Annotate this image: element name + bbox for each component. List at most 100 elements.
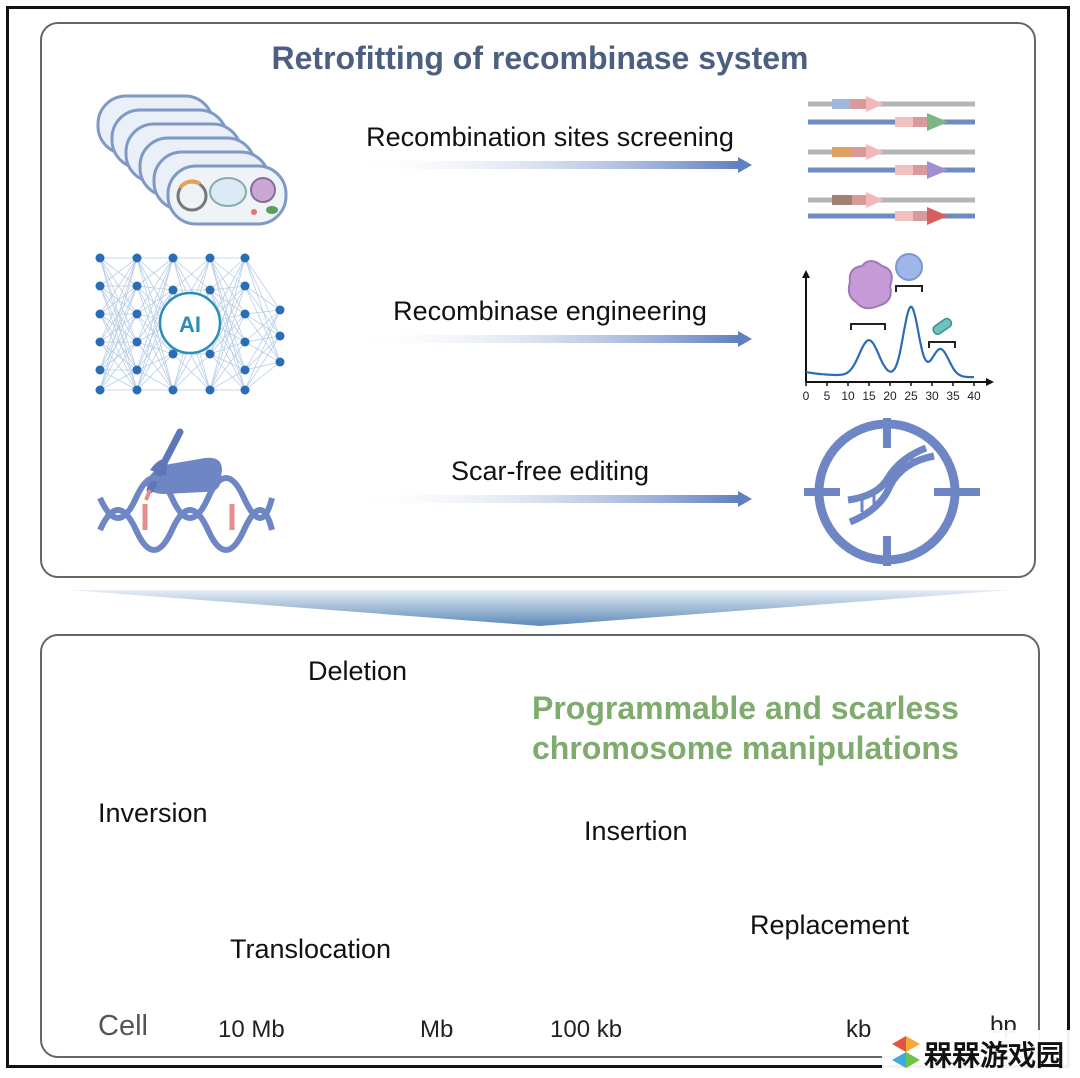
- nn-node: [205, 349, 215, 359]
- nn-node: [132, 337, 142, 347]
- chart-tick-label: 20: [883, 389, 897, 403]
- nn-edge: [209, 257, 246, 343]
- manipulations-panel: [40, 634, 1040, 1058]
- nn-node: [205, 285, 215, 295]
- nn-edge: [136, 285, 174, 391]
- nn-edge: [244, 335, 281, 343]
- row-label-sites-screening: Recombination sites screening: [366, 122, 734, 152]
- nn-edge: [136, 257, 174, 371]
- chart-y-arrow: [802, 270, 810, 278]
- nn-edge: [136, 257, 174, 391]
- translocation-label: Translocation: [230, 934, 392, 964]
- watermark-text: 槑槑游戏园: [924, 1039, 1065, 1072]
- nn-node: [132, 365, 142, 375]
- arrow-row-3: [345, 491, 752, 507]
- nn-node: [132, 309, 142, 319]
- target-dna-icon: [804, 418, 980, 566]
- watermark-logo-icon: [892, 1036, 920, 1068]
- bracket-peak-2: [895, 285, 923, 292]
- nn-edge: [136, 289, 174, 315]
- nn-edge: [244, 285, 281, 311]
- nn-edge: [136, 285, 174, 291]
- nn-edge: [136, 257, 174, 343]
- nn-node: [168, 253, 178, 263]
- nn-edge: [99, 313, 138, 391]
- arrow-row-2: [345, 331, 752, 347]
- nn-node: [205, 385, 215, 395]
- nn-edge: [99, 313, 138, 371]
- protein-small-icon: [895, 253, 923, 281]
- nn-edge: [209, 257, 246, 315]
- nn-node: [240, 337, 250, 347]
- bracket-peak-1: [850, 323, 886, 330]
- nn-edge: [209, 289, 246, 371]
- nn-edge: [209, 285, 246, 355]
- chart-tick-label: 0: [803, 389, 810, 403]
- row-label-scar-free-editing: Scar-free editing: [450, 456, 650, 486]
- nn-edge: [209, 313, 246, 391]
- nn-edge: [209, 257, 246, 371]
- nn-node: [95, 253, 105, 263]
- scale-label-mb: Mb: [420, 1016, 454, 1043]
- nn-edge: [136, 313, 174, 391]
- nn-edge: [244, 309, 281, 343]
- bottom-title-line2: chromosome manipulations: [532, 730, 959, 766]
- nn-node: [168, 385, 178, 395]
- cell-stack-icon: [96, 94, 288, 226]
- nn-node: [132, 385, 142, 395]
- nn-edge: [99, 341, 138, 391]
- nn-edge: [99, 257, 138, 371]
- nn-node: [95, 365, 105, 375]
- nn-edge: [209, 353, 246, 391]
- nn-node: [240, 385, 250, 395]
- nn-node: [275, 357, 285, 367]
- chart-tick-label: 40: [967, 389, 981, 403]
- nn-edge: [209, 285, 246, 291]
- nn-edge: [209, 313, 246, 355]
- chart-tick-label: 10: [841, 389, 855, 403]
- nn-edge: [244, 285, 281, 337]
- nn-edge: [99, 257, 138, 315]
- recombination-sites-icon: [808, 96, 975, 225]
- nn-edge: [136, 289, 174, 343]
- nn-edge: [244, 309, 281, 371]
- deletion-label: Deletion: [308, 656, 408, 686]
- insertion-label: Insertion: [584, 816, 688, 846]
- chart-tick-label: 5: [824, 389, 831, 403]
- nn-edge: [99, 369, 138, 391]
- nn-edge: [136, 313, 174, 355]
- watermark: 槑槑游戏园: [882, 1030, 1072, 1074]
- nn-edge: [136, 353, 174, 391]
- nn-edge: [136, 257, 174, 315]
- nn-edge: [209, 257, 246, 391]
- nn-edge: [136, 341, 174, 355]
- ai-label: AI: [179, 312, 201, 337]
- top-panel-title: Retrofitting of recombinase system: [271, 40, 809, 76]
- chart-tick-label: 35: [946, 389, 960, 403]
- nn-edge: [99, 285, 138, 391]
- protein-rod-icon: [932, 317, 953, 336]
- nn-edge: [209, 341, 246, 355]
- scale-label-kb: kb: [846, 1016, 872, 1043]
- arrow-row-1: [345, 157, 752, 173]
- nn-edge: [244, 309, 281, 315]
- nn-edge: [244, 309, 281, 391]
- nn-edge: [99, 341, 138, 371]
- nn-edge: [209, 285, 246, 391]
- nn-node: [240, 365, 250, 375]
- nn-edge: [99, 257, 138, 343]
- nn-edge: [136, 257, 174, 291]
- bottom-panel-title: Programmable and scarless chromosome man…: [532, 688, 959, 768]
- nn-edge: [244, 335, 281, 371]
- nn-edge: [244, 313, 281, 363]
- nn-edge: [209, 289, 246, 343]
- nn-node: [275, 305, 285, 315]
- protein-large-icon: [847, 260, 893, 310]
- chart-tick-label: 15: [862, 389, 876, 403]
- chart-tick-label: 25: [904, 389, 918, 403]
- nn-node: [95, 281, 105, 291]
- chart-series-line: [805, 305, 974, 379]
- nn-node: [240, 253, 250, 263]
- nn-node: [95, 309, 105, 319]
- scale-label-100kb: 100 kb: [550, 1016, 623, 1043]
